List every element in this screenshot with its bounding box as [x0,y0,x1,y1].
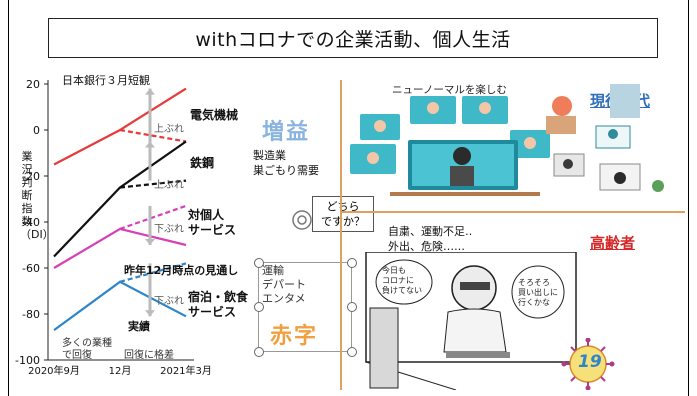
chart-source-label: 日本銀行３月短観 [62,74,150,87]
selection-handle-mr[interactable] [347,302,357,312]
elderly-label: 高齢者 [590,234,636,252]
virus-number: 19 [578,352,602,372]
slide-frame [8,0,689,396]
working-people-illustration [546,84,664,192]
increase-label: 増益 [262,120,311,145]
y-tick-label: 0 [33,124,40,137]
series-label-electric: 電気機械 [190,108,238,123]
online-meeting-illustration [350,96,550,196]
series-label-steel-text: 鉄鋼 [190,156,215,170]
y-tick-label: 20 [26,78,40,91]
x-tick-label: 2020年9月 [28,364,80,377]
virus-icon [561,338,615,390]
deviation-arrowhead [145,310,155,317]
swirl-icon [292,210,312,230]
y-tick-label: -80 [22,308,40,321]
forecast-note: 昨年12月時点の見通し [124,264,239,277]
deviation-arrowhead [145,88,155,95]
deviation-arrowhead [145,239,155,245]
decrease-items: 運輸 デパート エンタメ [262,264,306,305]
divider-horizontal [340,211,685,213]
series-forecast-line [119,204,187,230]
series-forecast-line [119,262,187,283]
question-text: どちら ですか？ [321,200,365,228]
slide-title-text: withコロナでの企業活動、個人生活 [195,28,511,51]
series-label-personal: 対個人 サービス [188,208,237,237]
down-label-1: 下ぶれ [154,224,184,235]
divider-vertical [340,80,342,390]
x-tick-label: 12月 [109,365,132,377]
series-forecast-line [119,179,187,189]
down-label-2: 下ぶれ [154,296,184,307]
recover-note: 多くの業種 で回復 [62,338,112,361]
deviation-arrowhead [145,141,155,148]
y-tick-label: -60 [22,262,40,275]
cartoon-speech-1: 今日も コロナに 負けてない [382,266,422,295]
series-forecast-line [119,128,187,143]
y-tick-label: -100 [15,354,40,367]
question-bubble: どちら ですか？ [312,196,374,232]
series-label-hotel: 宿泊・飲食 サービス [188,290,249,319]
increase-items: 製造業 巣ごもり需要 [253,149,319,177]
actual-label: 実績 [128,320,150,333]
new-normal-label: ニューノーマルを楽しむ [392,84,507,96]
selection-handle-tl[interactable] [254,258,264,268]
selection-handle-ml[interactable] [254,302,264,312]
selection-handle-br[interactable] [347,347,357,357]
up-label-1: 上ぶれ [154,124,184,135]
series-label-steel: 鉄鋼 [190,156,214,171]
selection-handle-bl[interactable] [254,347,264,357]
y-tick-label: -40 [22,216,40,229]
x-tick-label: 2021年3月 [160,364,212,377]
selection-handle-tr[interactable] [347,258,357,268]
elderly-note: 自粛、運動不足‥ 外出、危険‥‥‥ [388,225,473,253]
decrease-label: 赤字 [270,324,319,349]
elderly-cartoon-illustration [365,252,577,390]
gap-note: 回復に格差 [124,350,174,361]
slide-title: withコロナでの企業活動、個人生活 [48,18,658,58]
up-label-2: 上ぶれ [154,180,184,191]
series-label-electric-text: 電気機械 [190,108,239,122]
cartoon-speech-2: そろそろ 買い出しに 行くかな [518,278,558,307]
y-tick-label: -20 [22,170,40,183]
